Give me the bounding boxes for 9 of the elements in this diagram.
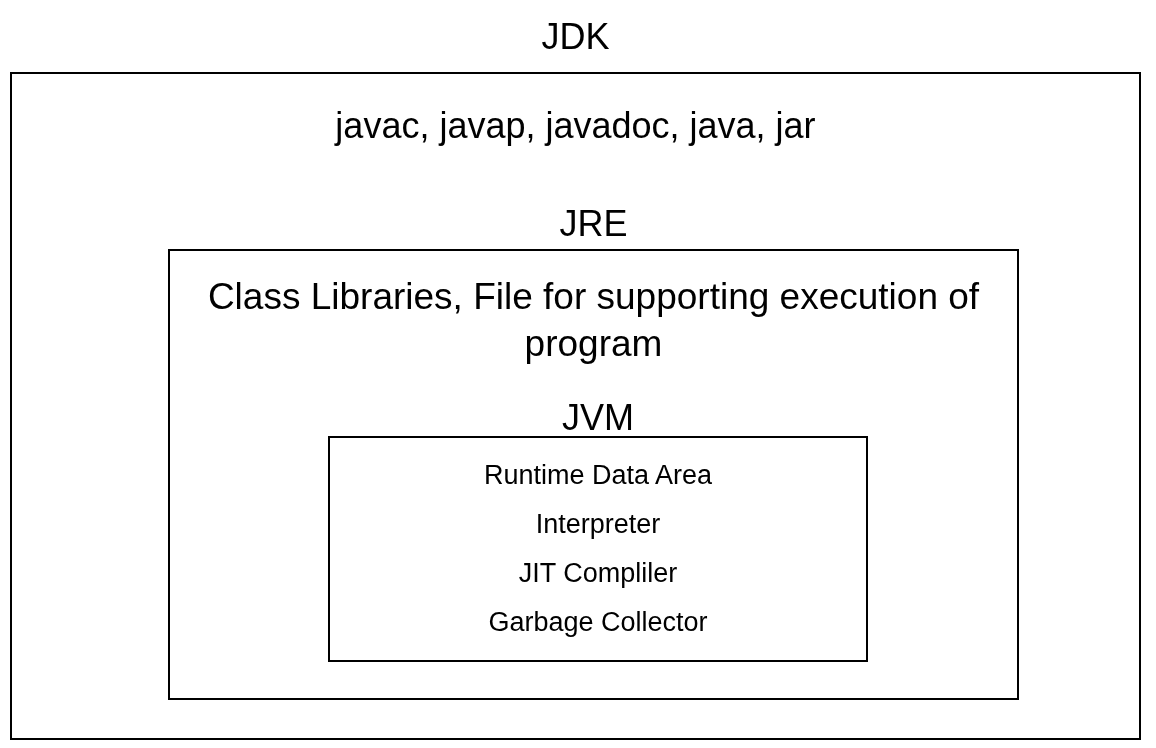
component-text: Runtime Data Area — [483, 459, 713, 492]
component-text: Interpreter — [535, 508, 661, 541]
component-text: javac, javap, javadoc, java, jar — [335, 104, 816, 148]
box-heading: JRE — [559, 204, 628, 243]
component-text: Garbage Collector — [488, 606, 708, 639]
component-text: Class Libraries, File for supporting execution of program — [206, 275, 981, 366]
component-text: JIT Compliler — [518, 557, 678, 590]
box-heading: JVM — [562, 406, 634, 430]
box-heading: JDK — [541, 15, 610, 59]
